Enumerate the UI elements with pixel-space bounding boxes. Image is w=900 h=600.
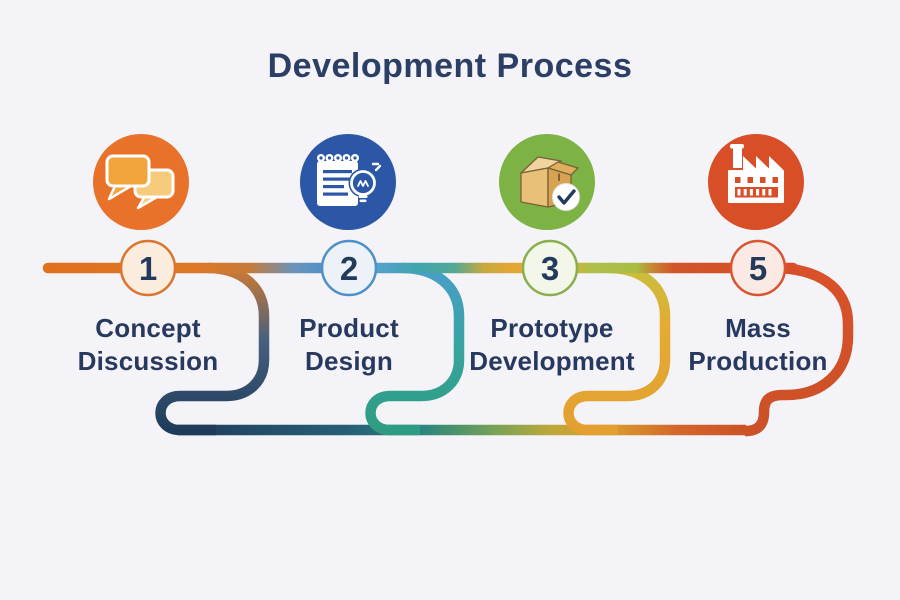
stage-badge-2 (320, 239, 378, 297)
stage-badge-3 (521, 239, 579, 297)
stage-label-3-line2: Development (469, 346, 635, 376)
process-path-loop-1 (155, 262, 270, 436)
stage-badge-1 (119, 239, 177, 297)
stage-number-2: 2 (340, 250, 358, 287)
check-mark (552, 183, 580, 211)
lightbulb (348, 162, 382, 203)
stage-badge-5 (729, 239, 787, 297)
box-check-icon (499, 134, 595, 230)
stage-label-1-line2: Discussion (77, 346, 219, 376)
stage-label-2-line1: Product (299, 313, 399, 343)
stage-number-5: 5 (749, 250, 767, 287)
stage-label-2-line2: Design (305, 346, 393, 376)
notepad (317, 154, 359, 206)
stage-label-3: Prototype Development (422, 312, 682, 378)
page-title: Development Process (267, 47, 633, 85)
stage-badges: 1 2 3 5 (119, 239, 787, 297)
stage-label-1-line1: Concept (95, 313, 201, 343)
stage-label-5-line2: Production (688, 346, 828, 376)
notepad-lightbulb-icon (300, 134, 396, 230)
process-path-loop-2 (365, 262, 465, 436)
stage-number-3: 3 (541, 250, 559, 287)
process-path-end-loop (744, 262, 854, 437)
stage-number-1: 1 (139, 250, 157, 287)
process-path-loop-3 (563, 262, 671, 436)
chat-bubble-front (105, 154, 151, 201)
stage-label-2: Product Design (219, 312, 479, 378)
stage-label-5: Mass Production (628, 312, 888, 378)
stage-label-5-line1: Mass (725, 313, 791, 343)
factory-building (728, 144, 784, 203)
stage-label-1: Concept Discussion (18, 312, 278, 378)
chat-bubbles-icon (93, 134, 189, 230)
stage-label-3-line1: Prototype (490, 313, 614, 343)
factory-icon (708, 134, 804, 230)
